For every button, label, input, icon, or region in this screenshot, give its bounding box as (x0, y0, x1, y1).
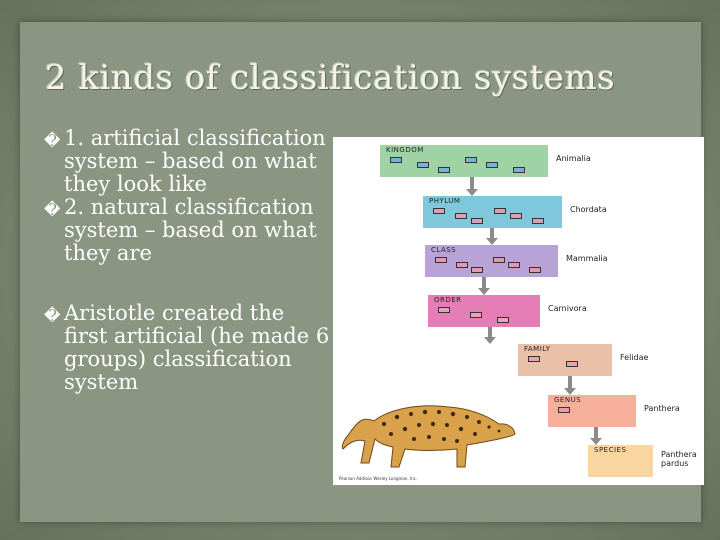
level-box-class: CLASS (425, 245, 558, 277)
taxon-name: Panthera pardus (661, 450, 697, 468)
leopard-illustration (341, 405, 516, 468)
taxon-name: Carnivora (548, 304, 587, 313)
bullet-marker-icon: � (44, 306, 61, 325)
organism-chip (438, 167, 450, 173)
level-box-genus: GENUS (548, 395, 636, 427)
level-label: KINGDOM (386, 146, 424, 154)
arrow-head-icon (485, 238, 498, 245)
arrow-head-icon (563, 388, 576, 395)
organism-chip (531, 218, 544, 224)
taxon-name: Felidae (620, 353, 649, 362)
level-box-phylum: PHYLUM (423, 196, 562, 228)
organism-chip (493, 208, 506, 214)
organism-chip (486, 162, 498, 168)
arrow-down-icon (567, 376, 572, 388)
organism-chip (528, 267, 541, 273)
level-label: PHYLUM (429, 197, 461, 205)
figure-credit: Pearson Addison Wesley Longman, Inc. (339, 476, 418, 481)
level-box-family: FAMILY (518, 344, 612, 376)
organism-chip (528, 356, 540, 362)
bullet-marker-icon: � (44, 200, 61, 219)
organism-chip (435, 257, 447, 263)
organism-chip (465, 157, 477, 163)
bullet-marker-icon: � (44, 131, 61, 150)
organism-chip (456, 262, 469, 268)
taxon-name: Animalia (556, 154, 591, 163)
arrow-down-icon (487, 327, 492, 337)
level-label: ORDER (434, 296, 462, 304)
bullet-text: 1. artificial classification system – ba… (64, 126, 326, 196)
level-box-kingdom: KINGDOM (380, 145, 548, 177)
organism-chip (509, 213, 522, 219)
arrow-head-icon (590, 438, 603, 445)
organism-chip (390, 157, 402, 163)
bullet-text: 2. natural classification system – based… (64, 195, 317, 265)
bullet-natural: � 2. natural classification system – bas… (44, 196, 334, 265)
classification-figure: Pearson Addison Wesley Longman, Inc. KIN… (333, 137, 704, 485)
organism-chip (558, 407, 570, 413)
organism-chip (471, 267, 484, 273)
arrow-head-icon (466, 189, 479, 196)
bullet-spacer (44, 265, 334, 302)
level-box-species: SPECIES (588, 445, 653, 477)
taxon-name: Chordata (570, 205, 607, 214)
level-label: SPECIES (594, 446, 627, 454)
level-box-order: ORDER (428, 295, 540, 327)
organism-chip (513, 167, 525, 173)
level-label: GENUS (554, 396, 582, 404)
level-label: CLASS (431, 246, 457, 254)
organism-chip (417, 162, 429, 168)
arrow-down-icon (489, 228, 494, 238)
organism-chip (455, 213, 468, 219)
bullet-list: � 1. artificial classification system – … (44, 127, 334, 394)
arrow-down-icon (594, 427, 599, 438)
organism-chip (566, 361, 578, 367)
arrow-head-icon (478, 288, 490, 295)
organism-chip (438, 307, 450, 313)
arrow-down-icon (470, 177, 475, 189)
slide-title: 2 kinds of classification systems (45, 58, 616, 98)
bullet-artificial: � 1. artificial classification system – … (44, 127, 334, 196)
organism-chip (496, 317, 509, 323)
arrow-down-icon (482, 277, 486, 288)
bullet-aristotle: � Aristotle created the first artificial… (44, 302, 334, 394)
taxon-name: Panthera (644, 404, 680, 413)
bullet-text: Aristotle created the first artificial (… (64, 301, 330, 394)
arrow-head-icon (483, 337, 496, 344)
organism-chip (433, 208, 445, 214)
organism-chip (470, 312, 483, 318)
organism-chip (507, 262, 520, 268)
taxon-name: Mammalia (566, 254, 608, 263)
level-label: FAMILY (524, 345, 551, 353)
organism-chip (471, 218, 484, 224)
organism-chip (492, 257, 505, 263)
